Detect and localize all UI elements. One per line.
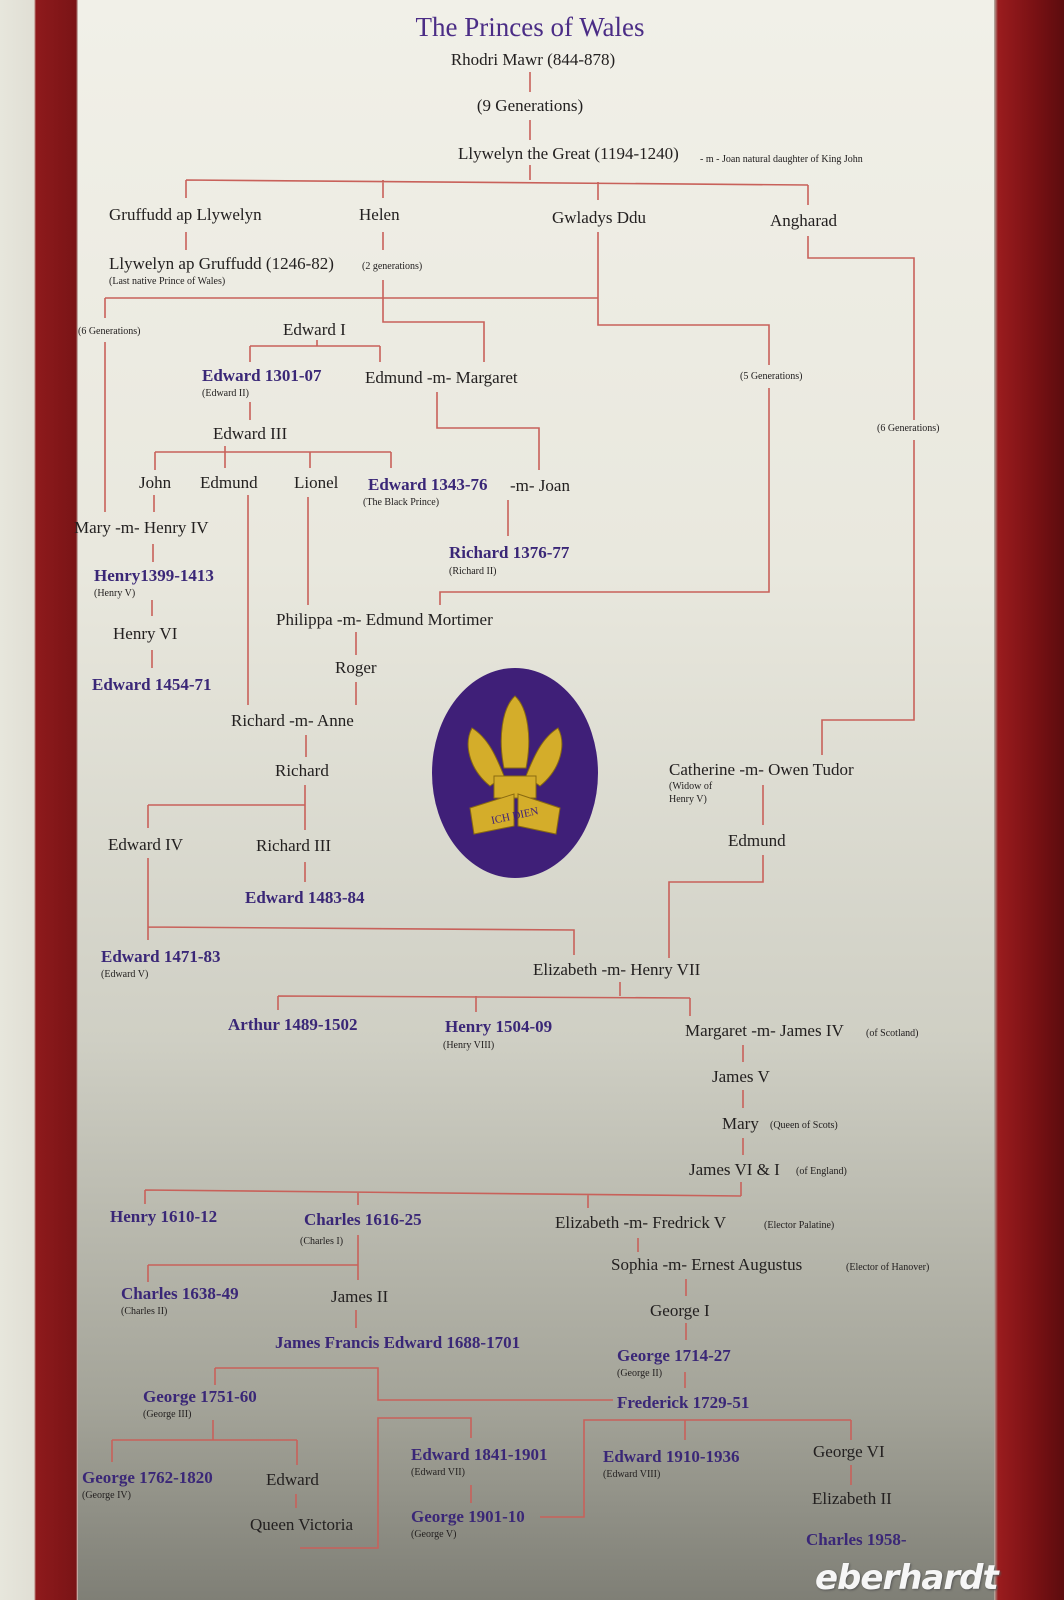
prince-of-wales-feathers-emblem: ICH DIEN bbox=[432, 668, 598, 878]
node-helen: Helen bbox=[359, 205, 400, 224]
node-philippa: Philippa -m- Edmund Mortimer bbox=[276, 610, 493, 629]
note: (George IV) bbox=[82, 1490, 131, 1501]
prince-charles-1616: Charles 1616-25 bbox=[304, 1210, 422, 1229]
note: (Last native Prince of Wales) bbox=[109, 276, 226, 287]
note: (Queen of Scots) bbox=[770, 1120, 838, 1131]
node-edward-iv: Edward IV bbox=[108, 835, 184, 854]
prince-edward-1343: Edward 1343-76 bbox=[368, 475, 488, 494]
node-henry-vi: Henry VI bbox=[113, 624, 178, 643]
note: (Edward II) bbox=[202, 388, 249, 399]
prince-george-1714: George 1714-27 bbox=[617, 1346, 731, 1365]
note: (Edward VII) bbox=[411, 1467, 465, 1478]
node-mary-henry-iv: Mary -m- Henry IV bbox=[74, 518, 209, 537]
prince-edward-1471: Edward 1471-83 bbox=[101, 947, 221, 966]
node-james-ii: James II bbox=[331, 1287, 389, 1306]
prince-james-francis-edward: James Francis Edward 1688-1701 bbox=[275, 1333, 521, 1352]
node-margaret-james-iv: Margaret -m- James IV bbox=[685, 1021, 844, 1040]
note: (Edward VIII) bbox=[603, 1469, 661, 1480]
note: (George II) bbox=[617, 1368, 663, 1379]
node-sophia-ernest: Sophia -m- Ernest Augustus bbox=[611, 1255, 803, 1274]
note: (Edward V) bbox=[101, 969, 149, 980]
node-gwladys-ddu: Gwladys Ddu bbox=[552, 208, 646, 227]
generations-label: (6 Generations) bbox=[78, 326, 141, 337]
prince-edward-1841: Edward 1841-1901 bbox=[411, 1445, 548, 1464]
node-llywelyn-ap-gruffudd: Llywelyn ap Gruffudd (1246-82) bbox=[109, 254, 334, 273]
spouse-joan: -m- Joan bbox=[510, 476, 570, 495]
node-elizabeth-henry-vii: Elizabeth -m- Henry VII bbox=[533, 960, 701, 979]
prince-george-1751: George 1751-60 bbox=[143, 1387, 257, 1406]
note: Henry V) bbox=[669, 794, 707, 805]
prince-henry-1610: Henry 1610-12 bbox=[110, 1207, 218, 1226]
node-james-vi: James VI & I bbox=[689, 1160, 780, 1179]
node-richard-anne: Richard -m- Anne bbox=[231, 711, 354, 730]
note: (Henry V) bbox=[94, 588, 136, 599]
note: (Elector Palatine) bbox=[764, 1220, 835, 1231]
prince-frederick: Frederick 1729-51 bbox=[617, 1393, 750, 1412]
note: (Henry VIII) bbox=[443, 1040, 495, 1051]
prince-henry-1399: Henry1399-1413 bbox=[94, 566, 214, 585]
note: (Richard II) bbox=[449, 566, 497, 577]
node-angharad: Angharad bbox=[770, 211, 838, 230]
note: (Widow of bbox=[669, 781, 713, 792]
note: (George V) bbox=[411, 1529, 457, 1540]
node-elizabeth-fredrick: Elizabeth -m- Fredrick V bbox=[555, 1213, 727, 1232]
generations-label: (9 Generations) bbox=[476, 96, 584, 115]
node-mary-queen-of-scots: Mary bbox=[722, 1114, 759, 1133]
prince-edward-1910: Edward 1910-1936 bbox=[603, 1447, 740, 1466]
node-queen-victoria: Queen Victoria bbox=[250, 1515, 353, 1534]
node-edward-iii: Edward III bbox=[213, 424, 288, 443]
node-george-vi: George VI bbox=[813, 1442, 885, 1461]
prince-edward-1483: Edward 1483-84 bbox=[245, 888, 365, 907]
prince-arthur: Arthur 1489-1502 bbox=[228, 1015, 358, 1034]
prince-george-1762: George 1762-1820 bbox=[82, 1468, 213, 1487]
note: (of Scotland) bbox=[866, 1028, 919, 1039]
node-edmund: Edmund bbox=[200, 473, 258, 492]
right-red-border bbox=[994, 0, 1064, 1600]
prince-charles-1958: Charles 1958- bbox=[806, 1530, 907, 1549]
node-richard-iii: Richard III bbox=[256, 836, 332, 855]
node-edmund-tudor: Edmund bbox=[728, 831, 786, 850]
node-edward-i: Edward I bbox=[283, 320, 346, 339]
node-catherine-owen-tudor: Catherine -m- Owen Tudor bbox=[669, 760, 854, 779]
note: (The Black Prince) bbox=[363, 497, 440, 508]
note: (Elector of Hanover) bbox=[846, 1262, 930, 1273]
prince-richard-1376: Richard 1376-77 bbox=[449, 543, 570, 562]
node-lionel: Lionel bbox=[294, 473, 339, 492]
note: (of England) bbox=[796, 1166, 847, 1177]
watermark-logo: eberhardt bbox=[815, 1558, 999, 1598]
node-gruffudd: Gruffudd ap Llywelyn bbox=[109, 205, 262, 224]
note: (George III) bbox=[143, 1409, 192, 1420]
node-llywelyn-the-great: Llywelyn the Great (1194-1240) bbox=[458, 144, 679, 163]
generations-label: (5 Generations) bbox=[740, 371, 803, 382]
page-title: The Princes of Wales bbox=[415, 12, 645, 42]
prince-george-1901: George 1901-10 bbox=[411, 1507, 525, 1526]
node-richard: Richard bbox=[275, 761, 329, 780]
left-red-border bbox=[0, 0, 78, 1600]
note: (Charles II) bbox=[121, 1306, 168, 1317]
prince-edward-1454: Edward 1454-71 bbox=[92, 675, 212, 694]
node-elizabeth-ii: Elizabeth II bbox=[812, 1489, 892, 1508]
prince-charles-1638: Charles 1638-49 bbox=[121, 1284, 239, 1303]
spouse-note: - m - Joan natural daughter of King John bbox=[700, 154, 863, 165]
node-george-i: George I bbox=[650, 1301, 710, 1320]
node-edward-kent: Edward bbox=[266, 1470, 319, 1489]
prince-henry-1504: Henry 1504-09 bbox=[445, 1017, 553, 1036]
prince-edward-1301: Edward 1301-07 bbox=[202, 366, 322, 385]
node-james-v: James V bbox=[712, 1067, 770, 1086]
note: (Charles I) bbox=[300, 1236, 344, 1247]
node-roger: Roger bbox=[335, 658, 377, 677]
generations-label: (2 generations) bbox=[362, 261, 423, 272]
node-john: John bbox=[139, 473, 172, 492]
node-edmund-margaret: Edmund -m- Margaret bbox=[365, 368, 518, 387]
node-rhodri-mawr: Rhodri Mawr (844-878) bbox=[450, 50, 616, 69]
generations-label: (6 Generations) bbox=[877, 423, 940, 434]
